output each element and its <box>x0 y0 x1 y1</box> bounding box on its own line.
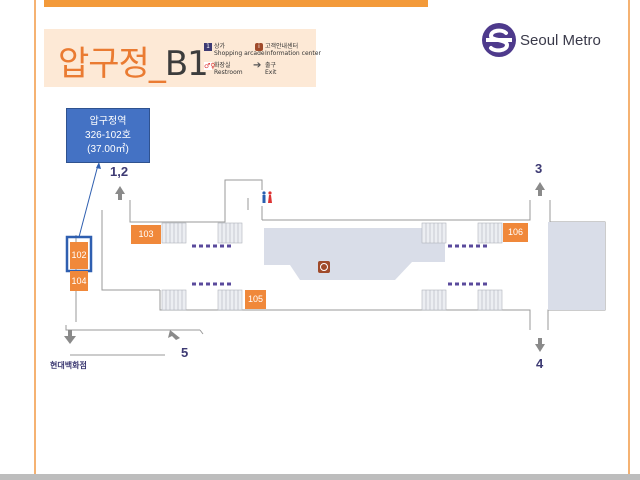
wall <box>129 200 226 223</box>
shop-103[interactable]: 103 <box>131 225 161 244</box>
exit-arrows <box>64 182 545 352</box>
shopping-arcade-icon: 1 <box>204 43 212 51</box>
page-frame <box>34 0 630 474</box>
exit-arrow-icon: ➔ <box>253 60 262 71</box>
wall <box>65 325 200 331</box>
right-concourse <box>548 222 605 310</box>
center-concourse <box>264 228 445 280</box>
exit-label-4: 4 <box>536 356 544 371</box>
department-store-label: 현대백화점 <box>50 361 87 370</box>
legend-kr: 고객안내센터 <box>265 43 299 50</box>
legend-kr: 상가 <box>214 43 226 50</box>
callout-area: (37.00㎡) <box>87 144 129 155</box>
ticket-gates <box>192 244 487 286</box>
wall <box>505 200 531 221</box>
exit-label-3: 3 <box>535 161 543 176</box>
legend-en: Shopping arcade <box>214 50 265 57</box>
stair-lines <box>165 223 499 310</box>
bottom-rule <box>0 474 640 480</box>
callout-leader-line <box>78 164 99 238</box>
info-center-icon <box>318 261 330 273</box>
wall <box>224 179 263 220</box>
station-name: 압구정 <box>58 44 150 84</box>
legend-en: Exit <box>265 69 277 76</box>
wall <box>101 210 160 291</box>
legend-kr: 화장실 <box>214 62 231 69</box>
callout-station: 압구정역 <box>89 116 127 127</box>
wall <box>159 290 531 330</box>
exit-arrow-up-icon <box>535 182 545 196</box>
shop-105[interactable]: 105 <box>245 290 266 309</box>
legend-en: Information center <box>265 50 321 57</box>
restroom-icon: ♂♀ <box>204 62 216 70</box>
callout-unit: 326-102호 <box>85 130 131 141</box>
exit-arrow-down-icon <box>535 338 545 352</box>
legend-kr: 출구 <box>265 62 277 69</box>
legend-restroom: 화장실 Restroom <box>214 62 243 76</box>
exit-arrow-down-icon <box>64 330 76 344</box>
info-center-icon: i <box>255 43 263 51</box>
seoul-metro-logo-icon <box>482 23 516 57</box>
shop-info-callout: 압구정역 326-102호 (37.00㎡) <box>66 108 150 163</box>
legend-en: Restroom <box>214 69 243 76</box>
exit-label-1-2: 1,2 <box>110 164 129 179</box>
legend-info-center: 고객안내센터 Information center <box>265 43 321 57</box>
shop-102[interactable]: 102 <box>70 242 88 269</box>
title-panel <box>44 29 316 87</box>
exit-arrow-up-icon <box>115 186 125 200</box>
shop-104[interactable]: 104 <box>70 271 88 291</box>
title-separator: _ <box>148 44 166 84</box>
seoul-metro-logo-text: Seoul Metro <box>520 32 601 49</box>
top-accent-bar <box>44 0 428 7</box>
wall <box>199 329 204 335</box>
floor-label: B1 <box>164 44 209 84</box>
legend-exit: 출구 Exit <box>265 62 276 76</box>
shop-106[interactable]: 106 <box>503 223 528 242</box>
exit-label-5: 5 <box>181 345 189 360</box>
legend-shopping-arcade: 상가 Shopping arcade <box>214 43 265 57</box>
restroom-icon <box>260 190 274 206</box>
page-title: 압구정_B1 <box>58 36 209 85</box>
exit-arrow-diag-icon <box>168 330 180 340</box>
